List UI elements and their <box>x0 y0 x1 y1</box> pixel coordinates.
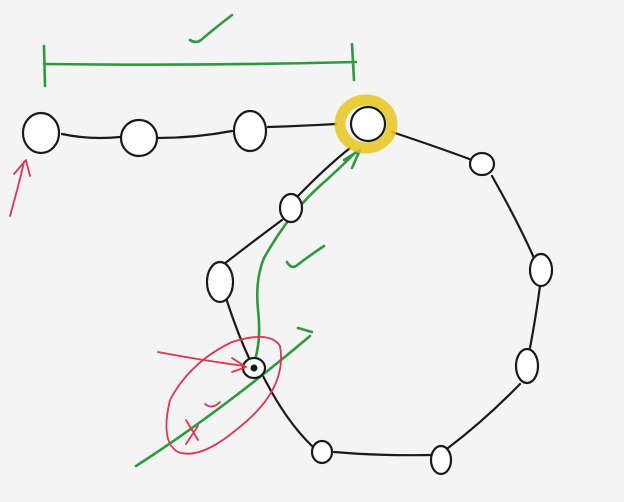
tail-nodes <box>21 109 268 158</box>
cycle-nodes <box>205 151 554 476</box>
tail-edges <box>60 122 338 140</box>
cycle-edges <box>222 130 542 457</box>
head-node <box>21 111 61 155</box>
meeting-point-node <box>241 356 267 380</box>
check-mark-top <box>188 13 234 44</box>
check-mark-middle <box>285 244 326 269</box>
cycle-node <box>514 347 540 385</box>
meeting-pointer-arrow <box>157 351 247 373</box>
meeting-to-start-path <box>250 150 358 370</box>
cycle-start-node <box>334 94 398 154</box>
cycle-node <box>528 252 554 288</box>
meeting-diagonal-tick <box>296 326 314 334</box>
cycle-node <box>468 151 496 177</box>
tail-node-3 <box>232 109 268 153</box>
meeting-region-circle <box>165 336 282 455</box>
cycle-node <box>205 260 235 304</box>
cross-mark <box>185 401 221 445</box>
cycle-node <box>429 444 453 476</box>
cycle-node <box>278 192 304 224</box>
tail-length-bracket <box>42 42 358 88</box>
arrowhead-green <box>342 148 362 170</box>
meeting-diagonal-line <box>134 334 312 468</box>
cycle-node <box>310 439 334 465</box>
head-pointer-arrow <box>9 159 31 217</box>
tail-node-2 <box>119 118 159 158</box>
